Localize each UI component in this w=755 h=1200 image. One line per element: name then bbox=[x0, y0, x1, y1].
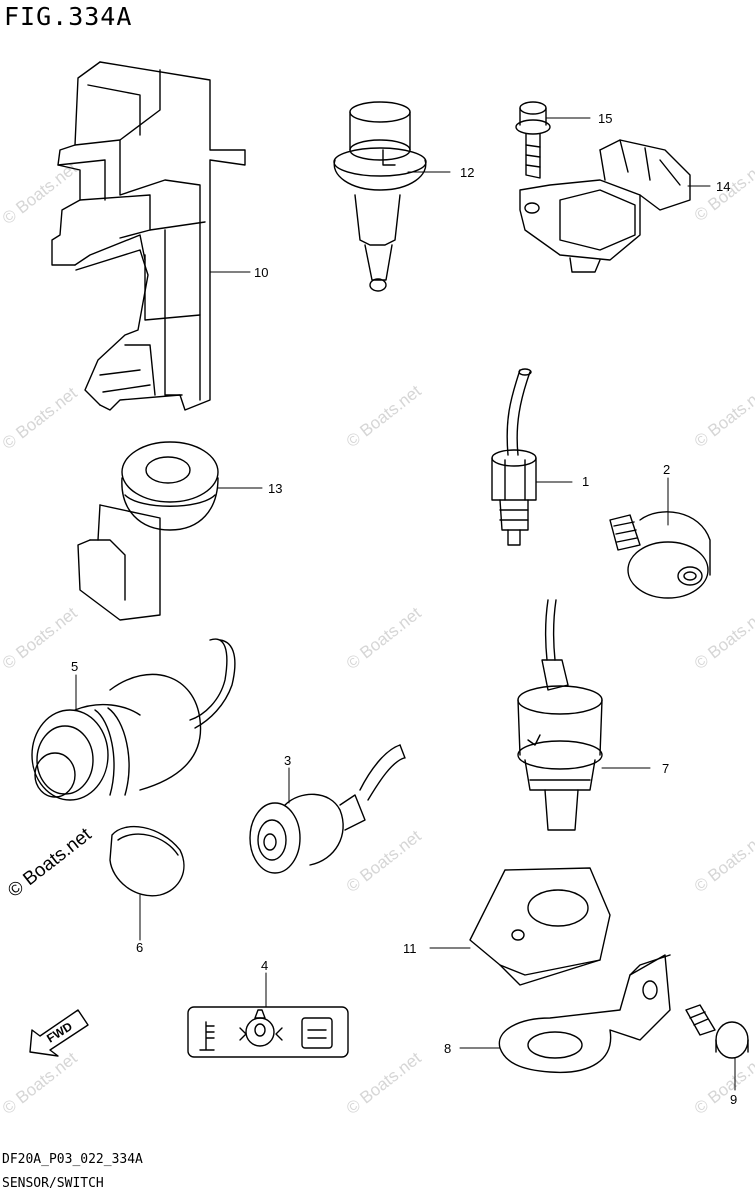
callout-6: 6 bbox=[136, 940, 143, 955]
callout-15: 15 bbox=[598, 111, 612, 126]
watermark: © Boats.net bbox=[0, 158, 81, 228]
part-3-sensor-plug bbox=[249, 744, 406, 874]
watermark-large: © Boats.net bbox=[4, 824, 96, 902]
callout-10: 10 bbox=[254, 265, 268, 280]
part-15-bolt bbox=[515, 101, 551, 179]
part-13-grommet bbox=[77, 441, 219, 621]
part-1-temp-sensor bbox=[491, 368, 537, 546]
watermark: © Boats.net bbox=[0, 1048, 81, 1118]
diagram-code: DF20A_P03_022_334A bbox=[2, 1152, 143, 1167]
callout-3: 3 bbox=[284, 753, 291, 768]
watermark: © Boats.net bbox=[343, 603, 425, 673]
callout-8: 8 bbox=[444, 1041, 451, 1056]
callout-9: 9 bbox=[730, 1092, 737, 1107]
watermark: © Boats.net bbox=[0, 383, 81, 453]
watermark: © Boats.net bbox=[343, 826, 425, 896]
callout-4: 4 bbox=[261, 958, 268, 973]
part-5-sensor bbox=[31, 638, 236, 801]
part-12-sensor bbox=[333, 101, 427, 292]
callout-1: 1 bbox=[582, 474, 589, 489]
fwd-arrow: FWD bbox=[29, 1009, 89, 1057]
fwd-label: FWD bbox=[44, 1019, 75, 1046]
watermark: © Boats.net bbox=[691, 826, 755, 896]
watermark: © Boats.net bbox=[0, 603, 81, 673]
leader-lines bbox=[75, 117, 736, 1091]
callout-numbers: 10 12 15 14 13 1 2 5 6 3 7 11 8 9 4 bbox=[71, 111, 737, 1107]
callout-14: 14 bbox=[716, 179, 730, 194]
watermark: © Boats.net bbox=[343, 381, 425, 451]
callout-7: 7 bbox=[662, 761, 669, 776]
part-9-bolt bbox=[685, 1004, 749, 1059]
callout-5: 5 bbox=[71, 659, 78, 674]
watermark: © Boats.net bbox=[691, 381, 755, 451]
watermark: © Boats.net bbox=[691, 1048, 755, 1118]
watermark: © Boats.net bbox=[343, 1048, 425, 1118]
callout-13: 13 bbox=[268, 481, 282, 496]
part-4-label bbox=[187, 1006, 349, 1058]
diagram-name: SENSOR/SWITCH bbox=[2, 1176, 104, 1191]
watermark: © Boats.net bbox=[691, 603, 755, 673]
watermarks: © Boats.net © Boats.net © Boats.net © Bo… bbox=[0, 155, 755, 1118]
callout-11: 11 bbox=[403, 941, 417, 956]
part-8-plate bbox=[498, 954, 671, 1074]
figure-title: FIG.334A bbox=[4, 2, 133, 31]
part-10-bracket bbox=[51, 61, 246, 411]
callout-12: 12 bbox=[460, 165, 474, 180]
part-7-pressure-switch bbox=[517, 599, 603, 831]
part-2-knock-sensor bbox=[609, 511, 711, 599]
part-11-clamp bbox=[469, 867, 611, 986]
part-14-map-sensor bbox=[519, 139, 691, 273]
part-6-cap bbox=[109, 825, 185, 897]
callout-2: 2 bbox=[663, 462, 670, 477]
